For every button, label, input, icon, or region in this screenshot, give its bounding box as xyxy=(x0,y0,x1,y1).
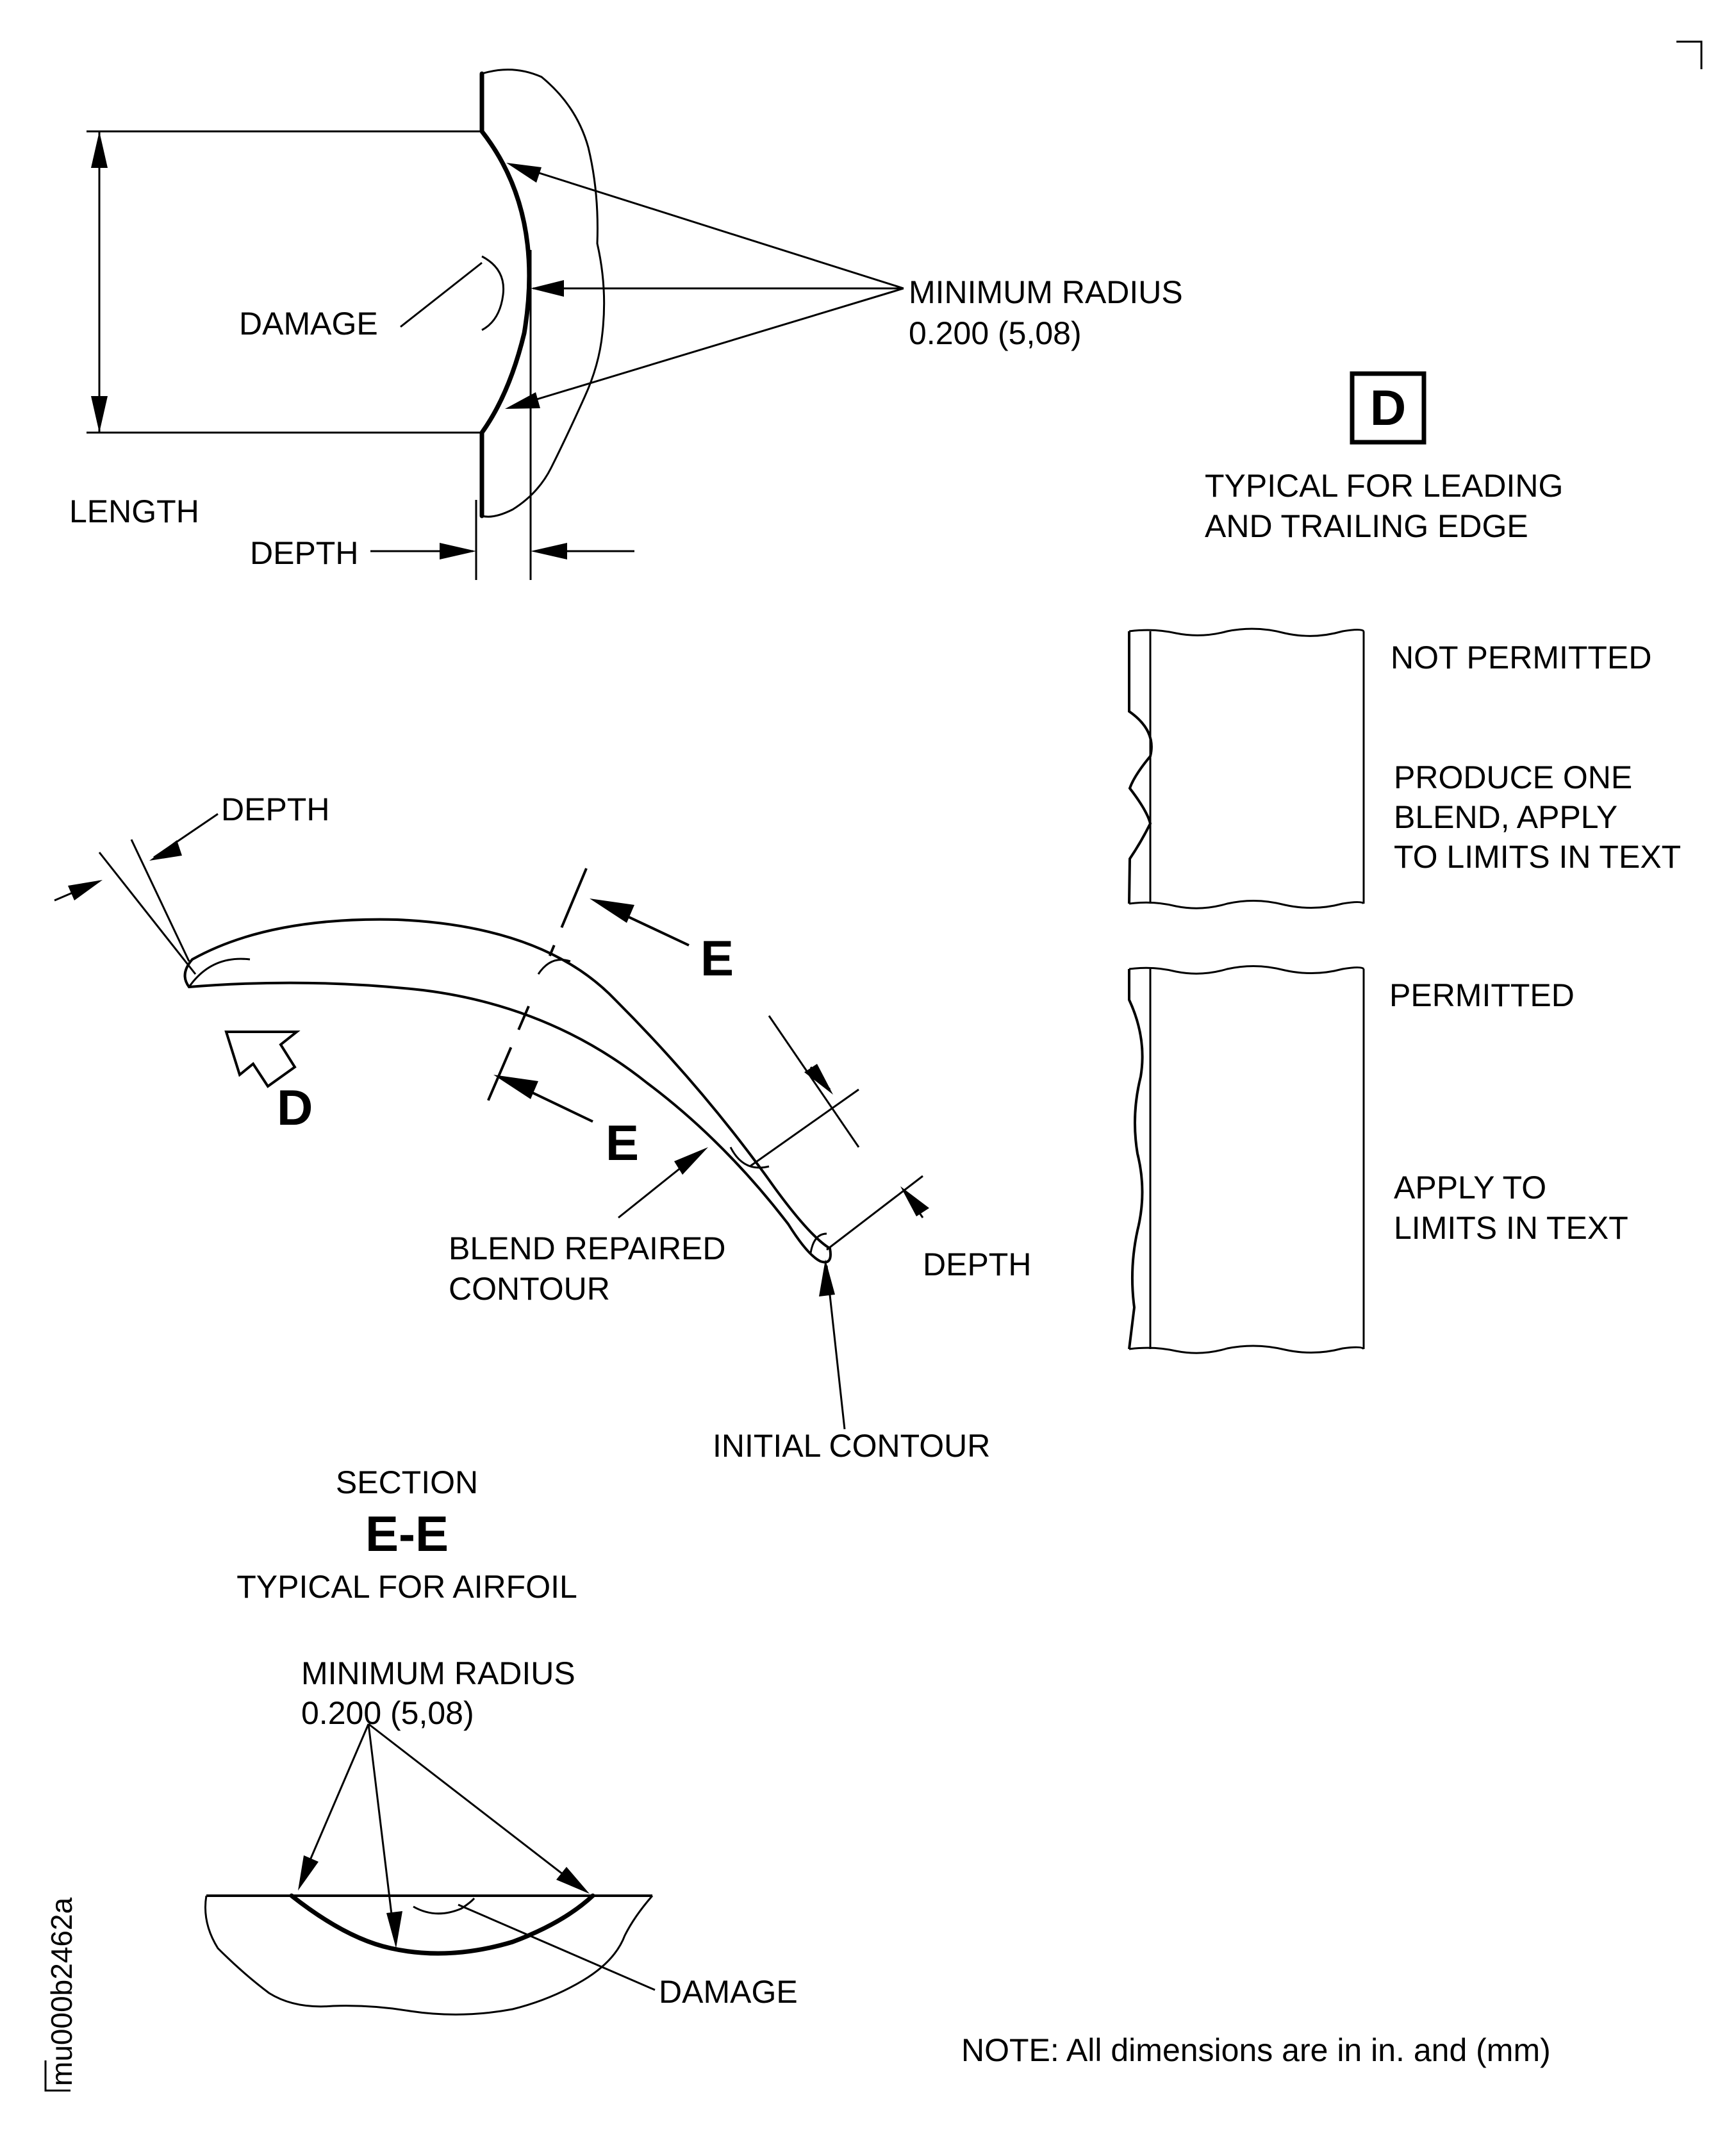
not-permitted-label: NOT PERMITTED xyxy=(1391,640,1651,675)
permitted-example xyxy=(1128,965,1365,1354)
dimensions-note: NOTE: All dimensions are in in. and (mm) xyxy=(961,2032,1551,2068)
view-d-detail xyxy=(87,69,904,580)
view-d-letter: D xyxy=(1370,379,1406,436)
not-permitted-note-2: BLEND, APPLY xyxy=(1394,799,1617,835)
not-permitted-note-1: PRODUCE ONE xyxy=(1394,759,1632,795)
surface-break-line xyxy=(204,1895,654,2016)
damage-curve xyxy=(481,255,505,331)
airfoil-section xyxy=(54,813,929,1430)
cut-label-lower: E xyxy=(606,1114,639,1171)
initial-contour-label: INITIAL CONTOUR xyxy=(713,1428,990,1464)
damage-pit xyxy=(413,1898,475,1915)
cut-line-lower xyxy=(481,1006,530,1116)
permitted-note-2: LIMITS IN TEXT xyxy=(1394,1210,1628,1246)
permitted-note-1: APPLY TO xyxy=(1394,1170,1546,1205)
figure-id: mu000b2462a xyxy=(45,1897,78,2086)
edge-break-line xyxy=(481,69,606,518)
view-d-caption-line1: TYPICAL FOR LEADING xyxy=(1205,468,1563,504)
surface-min-radius-value: 0.200 (5,08) xyxy=(301,1695,474,1731)
surface-blend-view xyxy=(204,1723,656,2016)
blend-repaired-label: BLEND REPAIRED xyxy=(449,1230,726,1266)
surface-min-radius-label: MINIMUM RADIUS xyxy=(301,1655,575,1691)
blend-contour-label: CONTOUR xyxy=(449,1271,610,1307)
not-permitted-example xyxy=(1128,627,1365,909)
section-caption: TYPICAL FOR AIRFOIL xyxy=(236,1569,577,1605)
blend-profile xyxy=(289,1893,595,1956)
cut-label-upper: E xyxy=(700,930,734,986)
section-id: E-E xyxy=(365,1505,449,1562)
view-d-arrow xyxy=(224,1031,301,1088)
surface-damage-label: DAMAGE xyxy=(659,1974,798,2010)
blended-edge xyxy=(479,71,532,518)
min-radius-label: MINIMUM RADIUS xyxy=(909,274,1183,310)
depth-right-label: DEPTH xyxy=(923,1247,1031,1282)
length-label: LENGTH xyxy=(69,493,199,529)
depth-left-label: DEPTH xyxy=(221,791,329,827)
cut-line-upper xyxy=(542,868,588,972)
view-d-caption-line2: AND TRAILING EDGE xyxy=(1205,508,1528,544)
section-word: SECTION xyxy=(336,1464,478,1500)
view-arrow-label: D xyxy=(277,1079,313,1136)
permitted-label: PERMITTED xyxy=(1389,977,1575,1013)
depth-label: DEPTH xyxy=(250,535,358,571)
not-permitted-note-3: TO LIMITS IN TEXT xyxy=(1394,839,1681,875)
airfoil-contour xyxy=(183,918,832,1264)
damage-label: DAMAGE xyxy=(239,306,378,342)
corner-marks xyxy=(44,40,1703,2092)
view-d-box xyxy=(1350,371,1426,445)
min-radius-value: 0.200 (5,08) xyxy=(909,315,1082,351)
